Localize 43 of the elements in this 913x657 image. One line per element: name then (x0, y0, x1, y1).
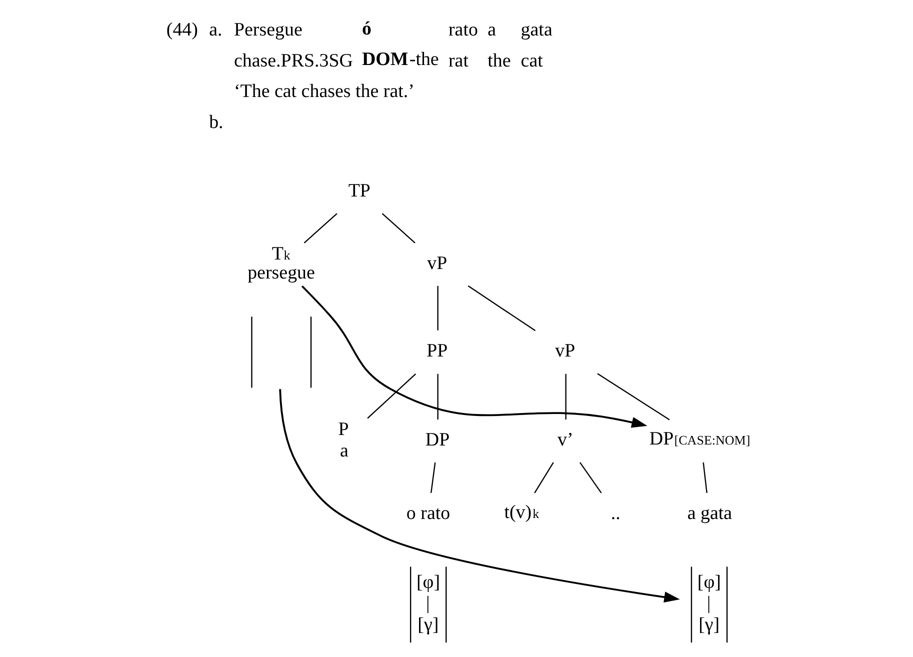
arrow (279, 389, 680, 603)
label: DOM-the (362, 49, 439, 70)
label: ó (362, 18, 372, 40)
node-text: t(v)k (504, 502, 540, 523)
label: rat (448, 50, 468, 72)
node-text: [φ] | [γ] (416, 572, 440, 636)
connector (367, 373, 416, 419)
node-text: v’ (558, 430, 574, 451)
connector (430, 462, 436, 493)
connector (437, 374, 438, 420)
label: gata (520, 20, 552, 41)
connector (579, 462, 602, 494)
label: a. (209, 20, 222, 41)
connector (304, 213, 338, 244)
node-text: a gata (687, 503, 732, 524)
label: Persegue (234, 20, 302, 41)
connector (597, 373, 670, 420)
label: a (488, 20, 496, 41)
node-text: [φ] | [γ] (697, 572, 721, 636)
connector (468, 285, 536, 332)
arrow (301, 285, 648, 428)
label: chase.PRS.3SG (234, 50, 353, 72)
label: the (488, 50, 511, 72)
node-text: DP (425, 430, 450, 451)
node-text: P a (338, 418, 349, 462)
node-text: PP (426, 340, 448, 362)
node-text: vP (427, 253, 448, 274)
node-text: o rato (406, 503, 450, 524)
connector (382, 213, 416, 244)
connector (534, 462, 554, 494)
node-text: Tk persegue (248, 244, 315, 284)
connector (437, 286, 438, 330)
connector (565, 374, 566, 420)
node-text: .. (610, 503, 620, 524)
label: cat (520, 50, 543, 72)
label: ‘The cat chases the rat.’ (234, 81, 414, 102)
node-text: TP (348, 180, 370, 202)
label: (44) (166, 20, 198, 41)
connector (702, 462, 708, 493)
node-text: vP (555, 340, 576, 362)
label: b. (209, 112, 224, 133)
node-text: DP[CASE:NOM] (649, 428, 750, 450)
label: rato (448, 20, 478, 41)
